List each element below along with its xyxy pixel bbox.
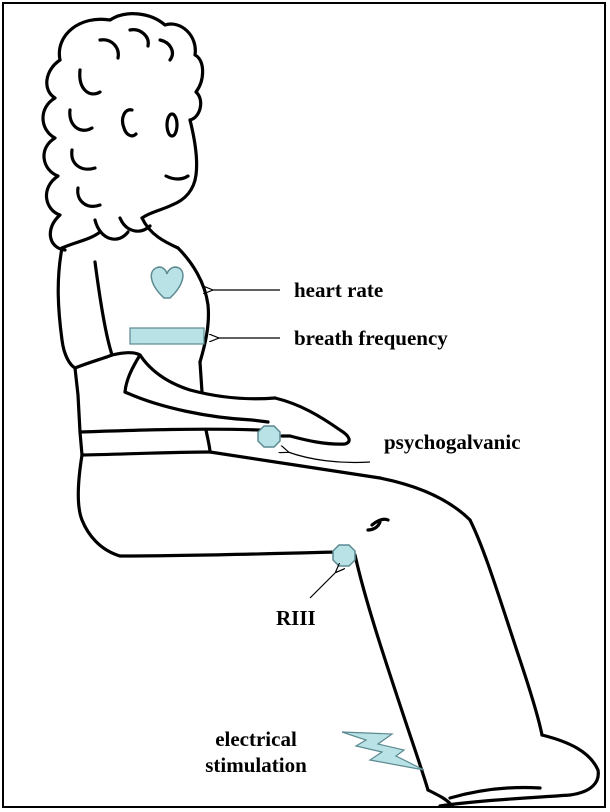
face bbox=[123, 110, 197, 218]
riii-label: RIII bbox=[276, 608, 316, 629]
torso bbox=[58, 218, 208, 432]
psychogalvanic-label: psychogalvanic bbox=[384, 432, 521, 453]
electrical-stimulation-line1: electrical bbox=[196, 726, 316, 752]
riii-arrow bbox=[310, 572, 336, 598]
riii-electrode-icon bbox=[333, 545, 355, 566]
breath-band-sensor bbox=[130, 328, 204, 344]
heart-rate-label: heart rate bbox=[294, 280, 383, 301]
psychogalvanic-arrow bbox=[288, 452, 370, 463]
heart-icon bbox=[151, 267, 183, 298]
breath-frequency-label: breath frequency bbox=[294, 328, 448, 349]
waist bbox=[80, 429, 260, 455]
hair bbox=[43, 14, 203, 250]
feet bbox=[428, 735, 598, 806]
psychogalvanic-electrode-icon bbox=[258, 426, 280, 447]
electrical-stimulation-label: electrical stimulation bbox=[196, 726, 316, 779]
electrical-stimulation-line2: stimulation bbox=[196, 752, 316, 778]
